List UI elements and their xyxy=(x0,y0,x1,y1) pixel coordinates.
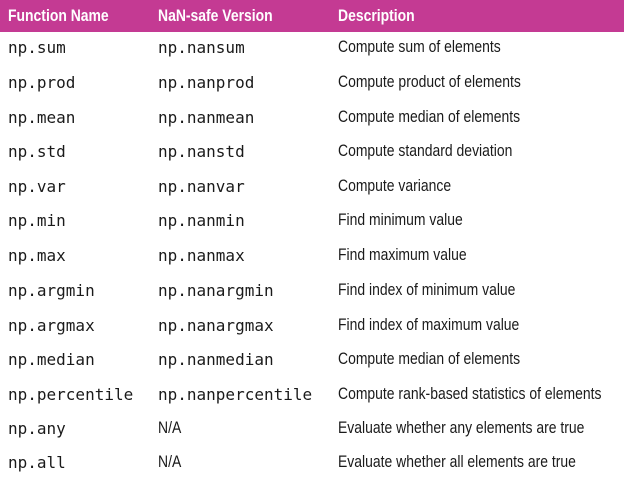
nan-safe-cell: np.nanmean xyxy=(158,108,255,127)
table-header: Function Name NaN-safe Version Descripti… xyxy=(0,0,624,32)
description-cell: Compute standard deviation xyxy=(338,141,513,160)
nan-safe-cell: np.nanprod xyxy=(158,73,255,92)
function-name-cell: np.var xyxy=(8,177,66,196)
description-cell: Compute product of elements xyxy=(338,72,521,91)
table-row: np.all N/A Evaluate whether all elements… xyxy=(0,445,624,480)
function-name-cell: np.all xyxy=(8,453,66,472)
description-cell: Evaluate whether all elements are true xyxy=(338,452,576,471)
table-row: np.mean np.nanmean Compute median of ele… xyxy=(0,100,624,135)
nan-safe-cell: np.nanargmax xyxy=(158,316,274,335)
nan-safe-cell: np.nanvar xyxy=(158,177,245,196)
function-name-cell: np.median xyxy=(8,350,95,369)
table-row: np.argmax np.nanargmax Find index of max… xyxy=(0,308,624,343)
header-description: Description xyxy=(338,6,415,25)
nan-safe-cell: np.nanargmin xyxy=(158,281,274,300)
function-name-cell: np.std xyxy=(8,142,66,161)
description-cell: Find maximum value xyxy=(338,245,467,264)
nan-safe-cell: N/A xyxy=(158,418,182,437)
nan-safe-cell: N/A xyxy=(158,452,182,471)
function-name-cell: np.argmin xyxy=(8,281,95,300)
header-nan-safe-version: NaN-safe Version xyxy=(158,6,273,25)
function-name-cell: np.max xyxy=(8,246,66,265)
table-row: np.var np.nanvar Compute variance xyxy=(0,169,624,204)
nan-safe-cell: np.nansum xyxy=(158,38,245,57)
function-name-cell: np.prod xyxy=(8,73,76,92)
description-cell: Compute median of elements xyxy=(338,349,521,368)
table-row: np.std np.nanstd Compute standard deviat… xyxy=(0,134,624,169)
table-row: np.argmin np.nanargmin Find index of min… xyxy=(0,273,624,308)
description-cell: Compute variance xyxy=(338,176,452,195)
description-cell: Find index of maximum value xyxy=(338,315,520,334)
nan-safe-cell: np.nanmax xyxy=(158,246,245,265)
function-name-cell: np.sum xyxy=(8,38,66,57)
table-row: np.percentile np.nanpercentile Compute r… xyxy=(0,377,624,412)
description-cell: Compute median of elements xyxy=(338,107,521,126)
nan-safe-cell: np.nanstd xyxy=(158,142,245,161)
header-function-name: Function Name xyxy=(8,6,109,25)
function-name-cell: np.any xyxy=(8,419,66,438)
function-name-cell: np.percentile xyxy=(8,385,134,404)
description-cell: Evaluate whether any elements are true xyxy=(338,418,585,437)
description-cell: Compute rank-based statistics of element… xyxy=(338,384,602,403)
function-name-cell: np.min xyxy=(8,211,66,230)
nan-safe-cell: np.nanmin xyxy=(158,211,245,230)
table-row: np.sum np.nansum Compute sum of elements xyxy=(0,30,624,65)
description-cell: Compute sum of elements xyxy=(338,37,501,56)
table-row: np.median np.nanmedian Compute median of… xyxy=(0,342,624,377)
description-cell: Find index of minimum value xyxy=(338,280,516,299)
description-cell: Find minimum value xyxy=(338,210,463,229)
table-row: np.any N/A Evaluate whether any elements… xyxy=(0,411,624,446)
function-name-cell: np.argmax xyxy=(8,316,95,335)
nan-safe-cell: np.nanpercentile xyxy=(158,385,313,404)
table-row: np.min np.nanmin Find minimum value xyxy=(0,203,624,238)
function-name-cell: np.mean xyxy=(8,108,76,127)
table-row: np.prod np.nanprod Compute product of el… xyxy=(0,65,624,100)
table-row: np.max np.nanmax Find maximum value xyxy=(0,238,624,273)
nan-safe-cell: np.nanmedian xyxy=(158,350,274,369)
